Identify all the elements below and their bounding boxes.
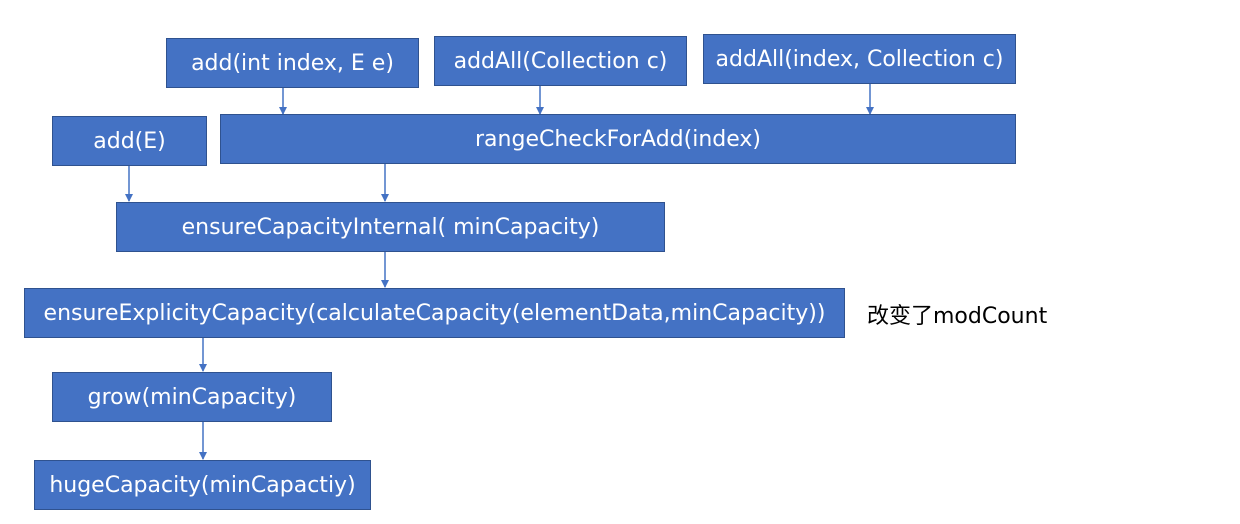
addall-index-collection-node: addAll(index, Collection c) — [703, 34, 1016, 84]
add-e-node: add(E) — [52, 116, 207, 166]
ensure-explicit-capacity-node: ensureExplicityCapacity(calculateCapacit… — [24, 288, 845, 338]
grow-node: grow(minCapacity) — [52, 372, 332, 422]
huge-capacity-node: hugeCapacity(minCapactiy) — [34, 460, 371, 510]
modcount-annotation: 改变了modCount — [867, 304, 1048, 329]
add-index-node: add(int index, E e) — [166, 38, 419, 88]
ensure-capacity-internal-node: ensureCapacityInternal( minCapacity) — [116, 202, 665, 252]
range-check-node: rangeCheckForAdd(index) — [220, 114, 1016, 164]
addall-collection-node: addAll(Collection c) — [434, 36, 687, 86]
